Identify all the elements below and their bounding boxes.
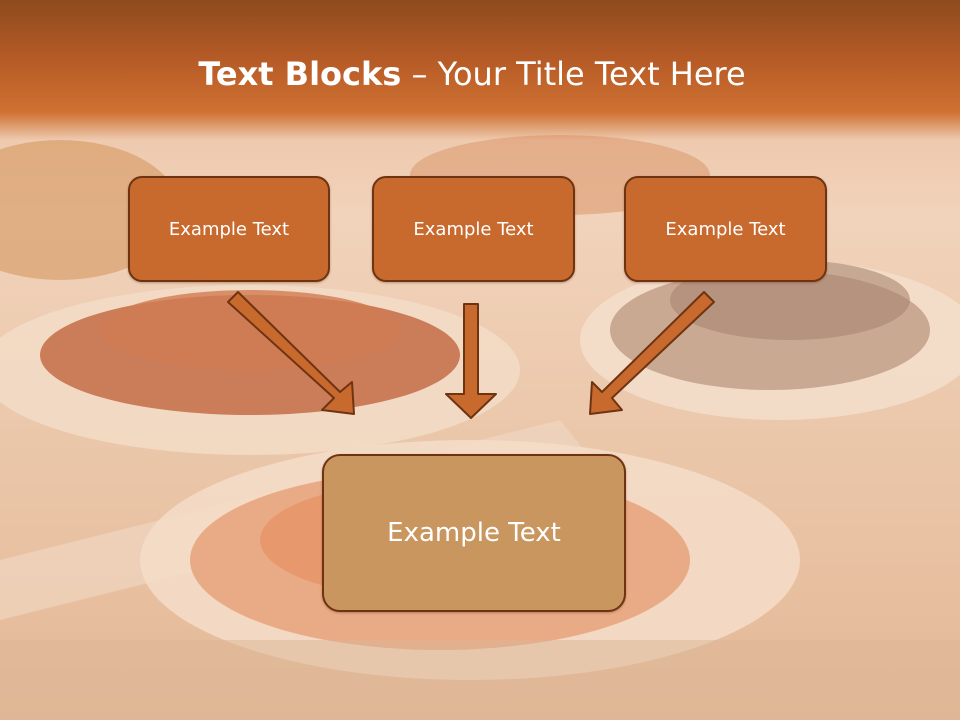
arrow-down-right-icon xyxy=(227,291,355,415)
title-bold-text: Text Blocks xyxy=(198,55,402,93)
text-block-label: Example Text xyxy=(413,218,534,240)
title-separator: – xyxy=(401,55,438,93)
text-block-3[interactable]: Example Text xyxy=(624,176,827,282)
text-block-2[interactable]: Example Text xyxy=(372,176,575,282)
main-text-block-label: Example Text xyxy=(387,518,561,548)
text-block-label: Example Text xyxy=(168,218,290,240)
arrow-down-left-icon xyxy=(589,291,715,415)
main-text-block[interactable]: Example Text xyxy=(322,454,626,612)
title-band xyxy=(0,0,960,140)
arrow-down-icon xyxy=(445,303,497,419)
text-block-label: Example Text xyxy=(665,218,786,240)
slide-title: Text Blocks – Your Title Text Here xyxy=(0,52,944,96)
title-rest-text: Your Title Text Here xyxy=(437,55,746,93)
text-block-1[interactable]: Example Text xyxy=(128,176,330,282)
